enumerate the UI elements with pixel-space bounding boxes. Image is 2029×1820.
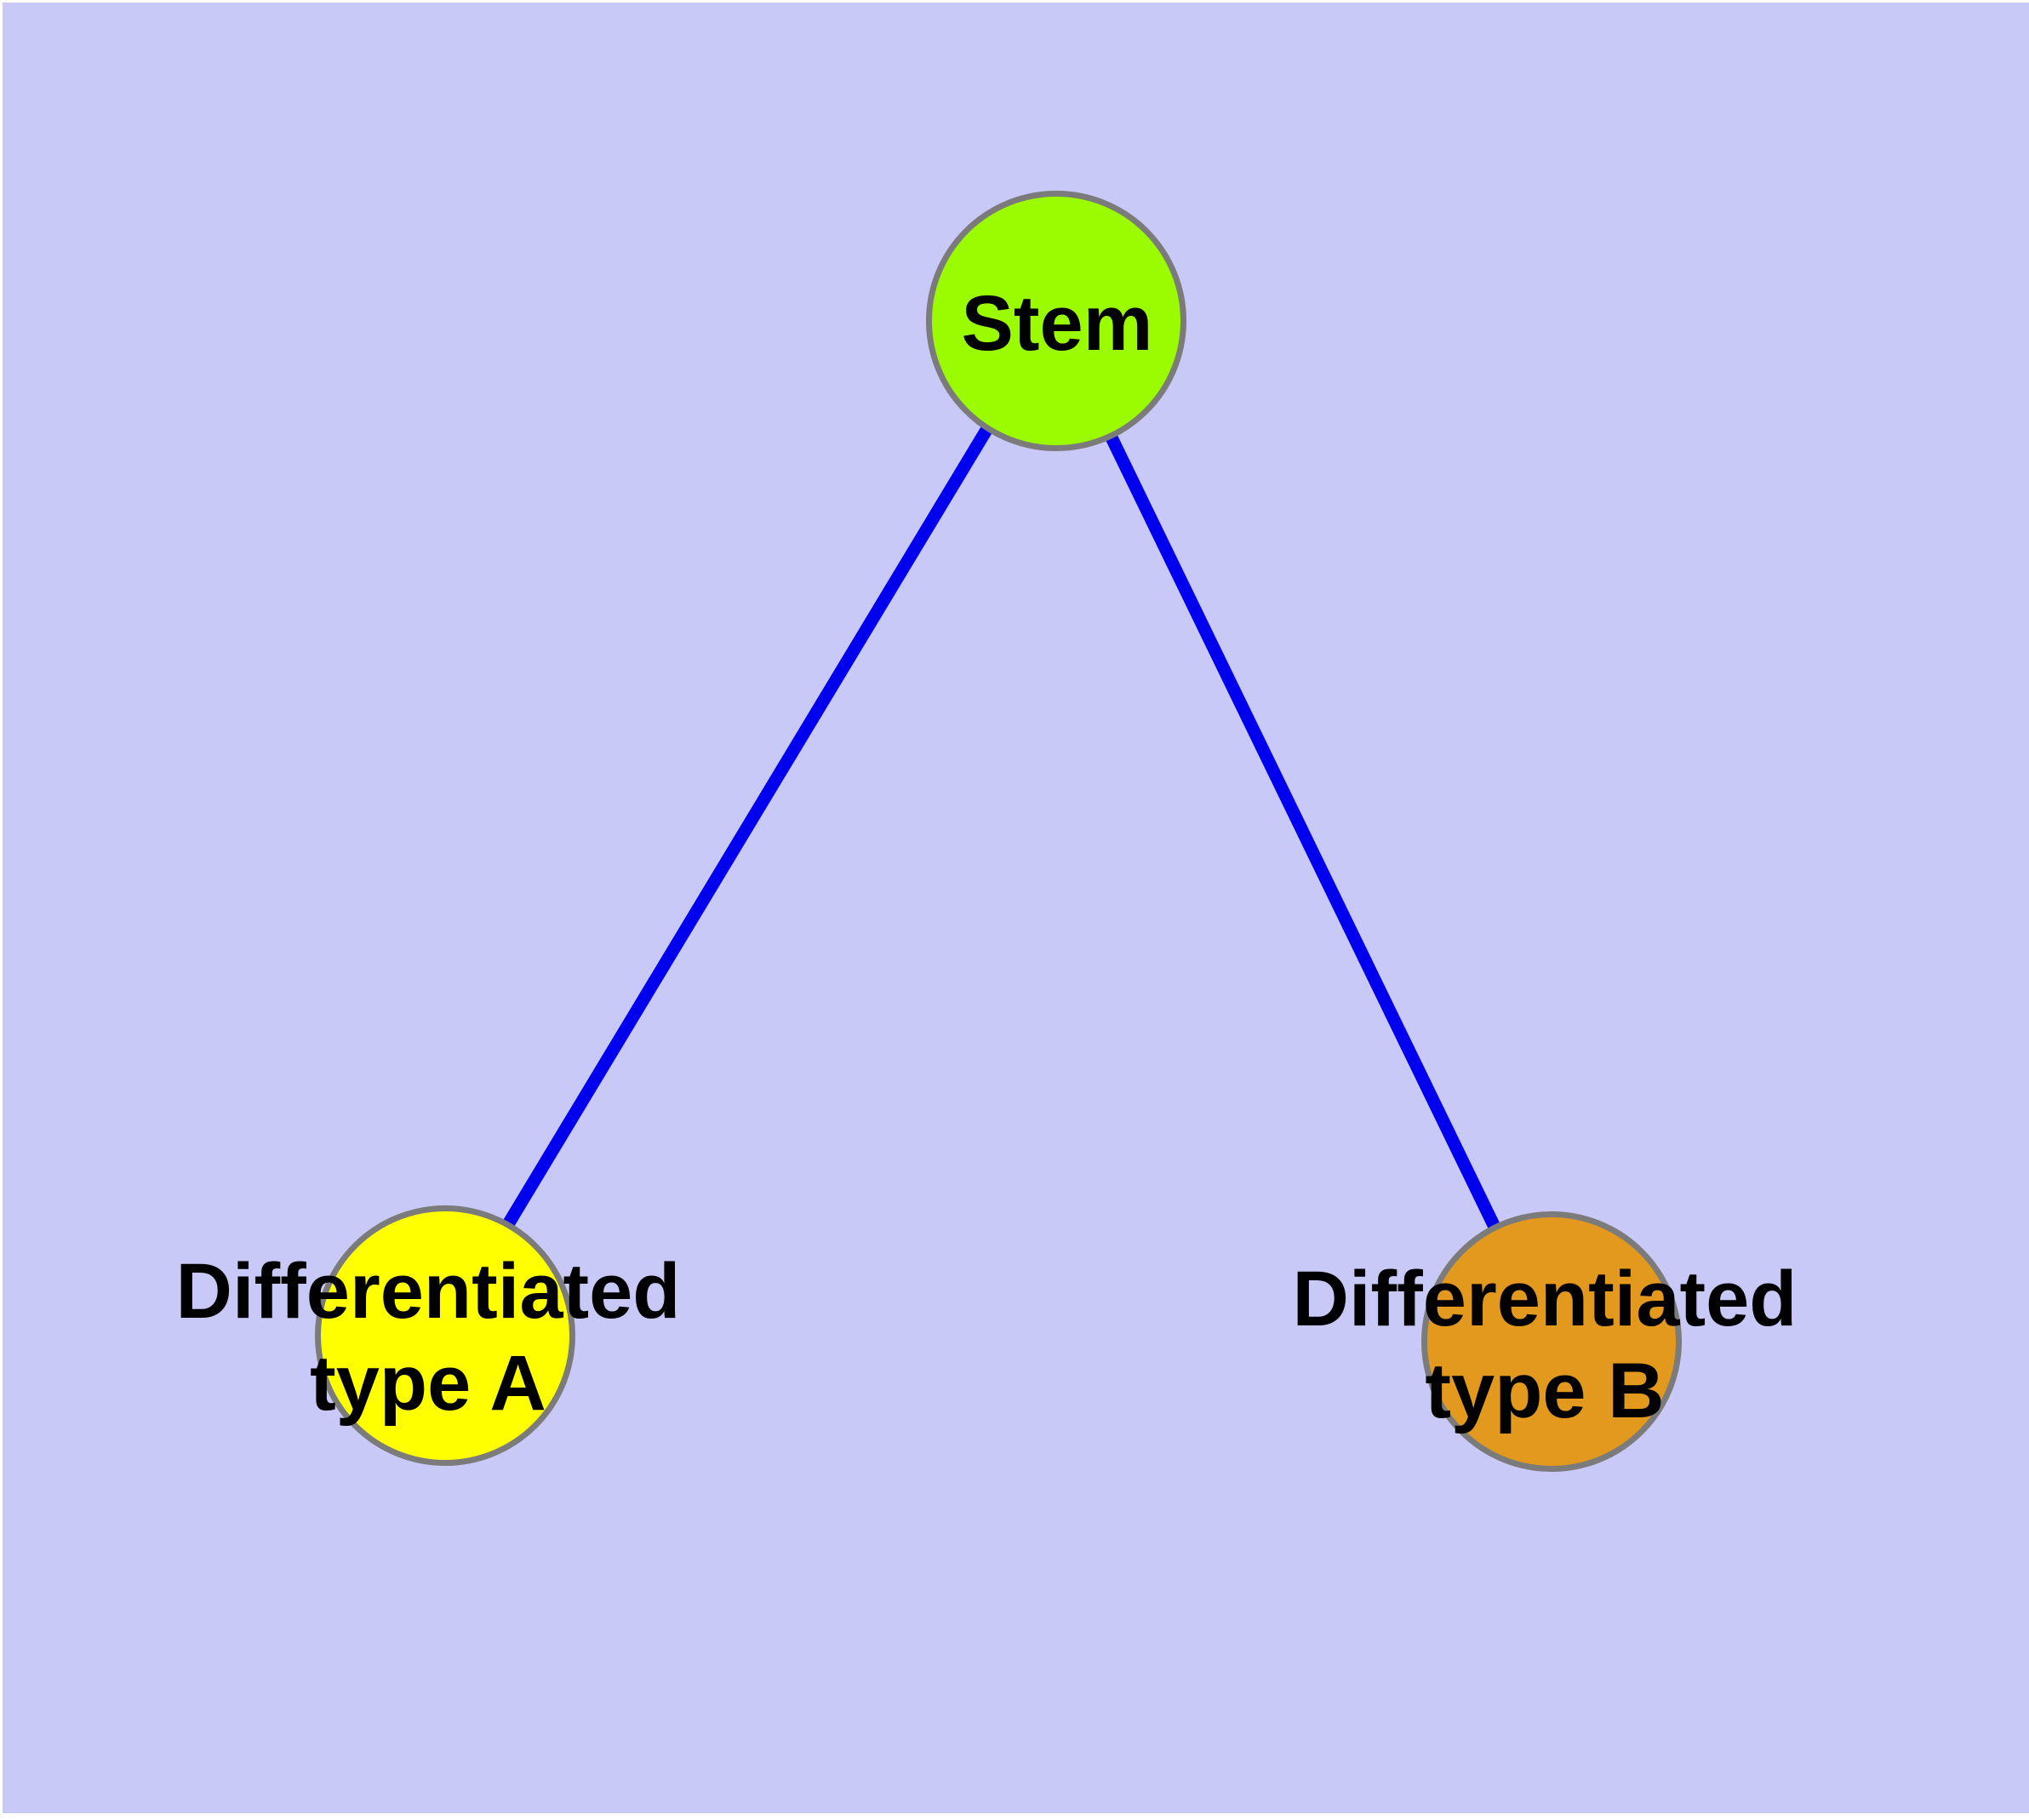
edges-layer [437,315,1555,1342]
node-differentiated-type-a [315,1205,575,1466]
label-line: Differentiated [1292,1256,1798,1342]
node-stem-label: Stem [962,278,1153,369]
label-line: type A [310,1340,546,1427]
label-line: Differentiated [175,1248,681,1335]
node-type-b-label: Differentiated type B [1293,1253,1798,1437]
label-line: type B [1425,1348,1665,1434]
node-differentiated-type-b [1421,1211,1682,1472]
node-stem [926,191,1186,451]
diagram-canvas: Stem Differentiated type A Differentiate… [3,3,2029,1813]
edge-stem-to-type-b [1048,315,1555,1342]
edge-stem-to-type-a [437,315,1060,1336]
label-line: Stem [961,280,1153,367]
node-type-a-label: Differentiated type A [176,1245,681,1429]
